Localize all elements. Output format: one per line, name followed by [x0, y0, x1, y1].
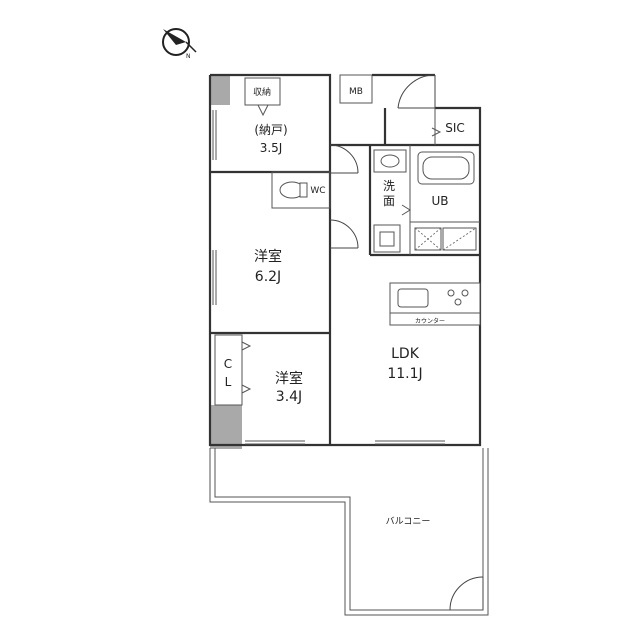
north-arrow-icon: N — [162, 28, 197, 60]
exterior-walls — [208, 73, 482, 447]
ub-label: UB — [431, 194, 448, 208]
wc-room — [271, 171, 331, 209]
storage-unit — [414, 227, 477, 251]
wc-label: WC — [310, 186, 325, 196]
balcony — [209, 448, 489, 616]
svg-text:N: N — [186, 53, 191, 60]
cl-closet — [214, 334, 243, 406]
washroom-label-1: 洗 — [383, 179, 395, 193]
toilet — [279, 181, 308, 199]
entrance-door — [397, 74, 436, 109]
cl-label-l: L — [225, 375, 232, 389]
sic-label: SIC — [445, 121, 465, 135]
counter-label: カウンター — [415, 317, 445, 325]
ldk-size: 11.1J — [387, 366, 422, 382]
western-room-2-name: 洋室 — [275, 370, 303, 387]
western-room-2-size: 3.4J — [276, 389, 302, 405]
bathtub — [417, 151, 475, 185]
mb-box — [339, 74, 373, 104]
nando-size: 3.5J — [260, 141, 283, 155]
western-room-1-name: 洋室 — [254, 248, 282, 265]
nando-name: (納戸) — [254, 123, 287, 137]
cl-label-c: C — [224, 357, 232, 371]
wall-column — [210, 405, 242, 449]
wall-column — [210, 75, 230, 105]
ldk-name: LDK — [391, 346, 420, 362]
interior-doors — [241, 104, 442, 394]
storage-closet-label: 収納 — [253, 86, 271, 98]
kitchen-counter — [389, 282, 481, 326]
wash-basin — [373, 149, 407, 173]
washing-machine — [373, 224, 401, 253]
storage-closet — [244, 77, 281, 106]
mb-label: MB — [349, 87, 363, 97]
windows — [212, 110, 445, 445]
balcony-label: バルコニー — [386, 516, 431, 527]
washroom-label-2: 面 — [383, 194, 395, 208]
interior-walls — [210, 77, 480, 445]
western-room-1-size: 6.2J — [255, 269, 281, 285]
